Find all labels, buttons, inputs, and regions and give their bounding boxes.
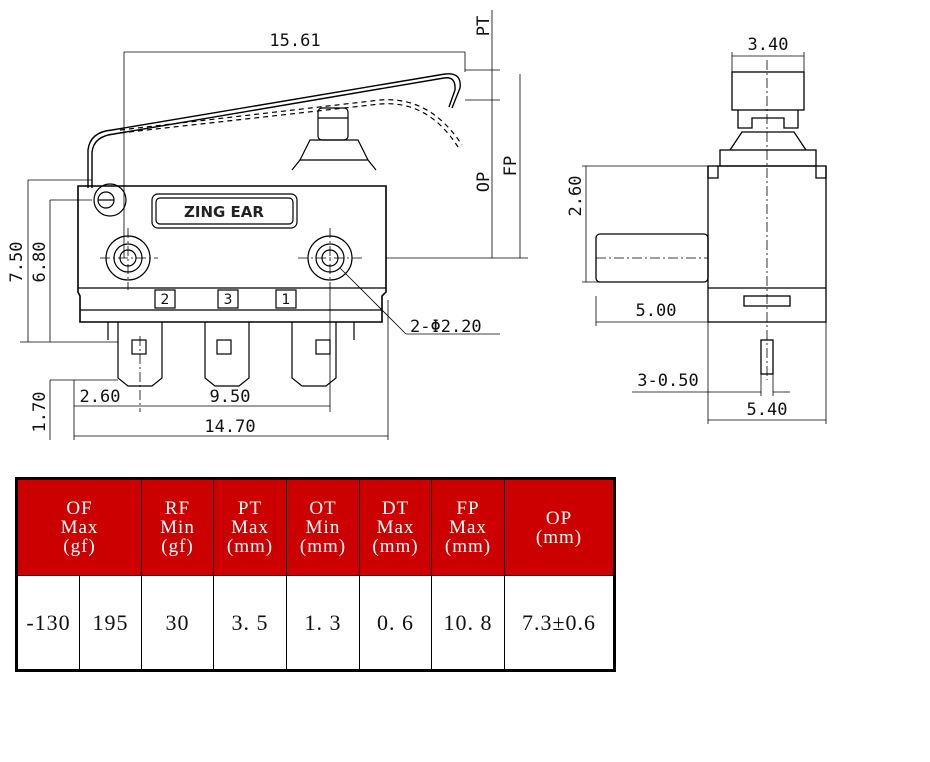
- plunger: [317, 107, 349, 141]
- dim-side-pins: 3-0.50: [637, 371, 698, 391]
- value-ot: 1. 3: [286, 575, 360, 671]
- dim-hole: 2-Φ2.20: [410, 317, 482, 337]
- pin-label-1: 1: [282, 292, 291, 308]
- dim-left-offset: 2.60: [80, 387, 121, 407]
- value-op: 7.3±0.6: [504, 575, 615, 671]
- header-op: OP(mm): [504, 478, 615, 576]
- pin-label-2: 2: [161, 292, 170, 308]
- dim-overall-length: 15.61: [269, 31, 320, 51]
- dim-side-top: 3.40: [748, 35, 789, 55]
- side-actuator: [731, 71, 805, 111]
- value-dt: 0. 6: [359, 575, 432, 671]
- dim-op: OP: [474, 172, 494, 192]
- dim-fp: FP: [501, 156, 521, 176]
- switch-body: [77, 185, 387, 323]
- technical-drawing: ZING EAR 2 3 1 15.61 PT OP FP 7.50 6.80 …: [7, 10, 827, 440]
- dim-side-width: 5.40: [747, 400, 788, 420]
- value-rf: 30: [141, 575, 214, 671]
- pin-label-3: 3: [224, 292, 233, 308]
- value-of-1: -130: [16, 575, 80, 671]
- spec-value-row: -130 195 30 3. 5 1. 3 0. 6 10. 8 7.3±0.6: [16, 575, 615, 671]
- dim-term-offset: 1.70: [30, 392, 50, 433]
- terminal-3: [204, 322, 250, 387]
- dim-side-500: 5.00: [636, 301, 677, 321]
- pivot-boss: [93, 183, 127, 217]
- dim-side-260: 2.60: [566, 176, 586, 217]
- dim-height-680: 6.80: [30, 242, 50, 283]
- dim-height-750: 7.50: [7, 242, 27, 283]
- dim-body-length: 14.70: [204, 417, 255, 437]
- dim-hole-pitch: 9.50: [210, 387, 251, 407]
- value-fp: 10. 8: [431, 575, 505, 671]
- value-pt: 3. 5: [213, 575, 287, 671]
- terminal-1: [291, 322, 337, 387]
- dim-pt: PT: [474, 16, 494, 36]
- value-of-2: 195: [79, 575, 142, 671]
- lever-arm: [87, 73, 461, 188]
- brand-label: ZING EAR: [184, 203, 264, 221]
